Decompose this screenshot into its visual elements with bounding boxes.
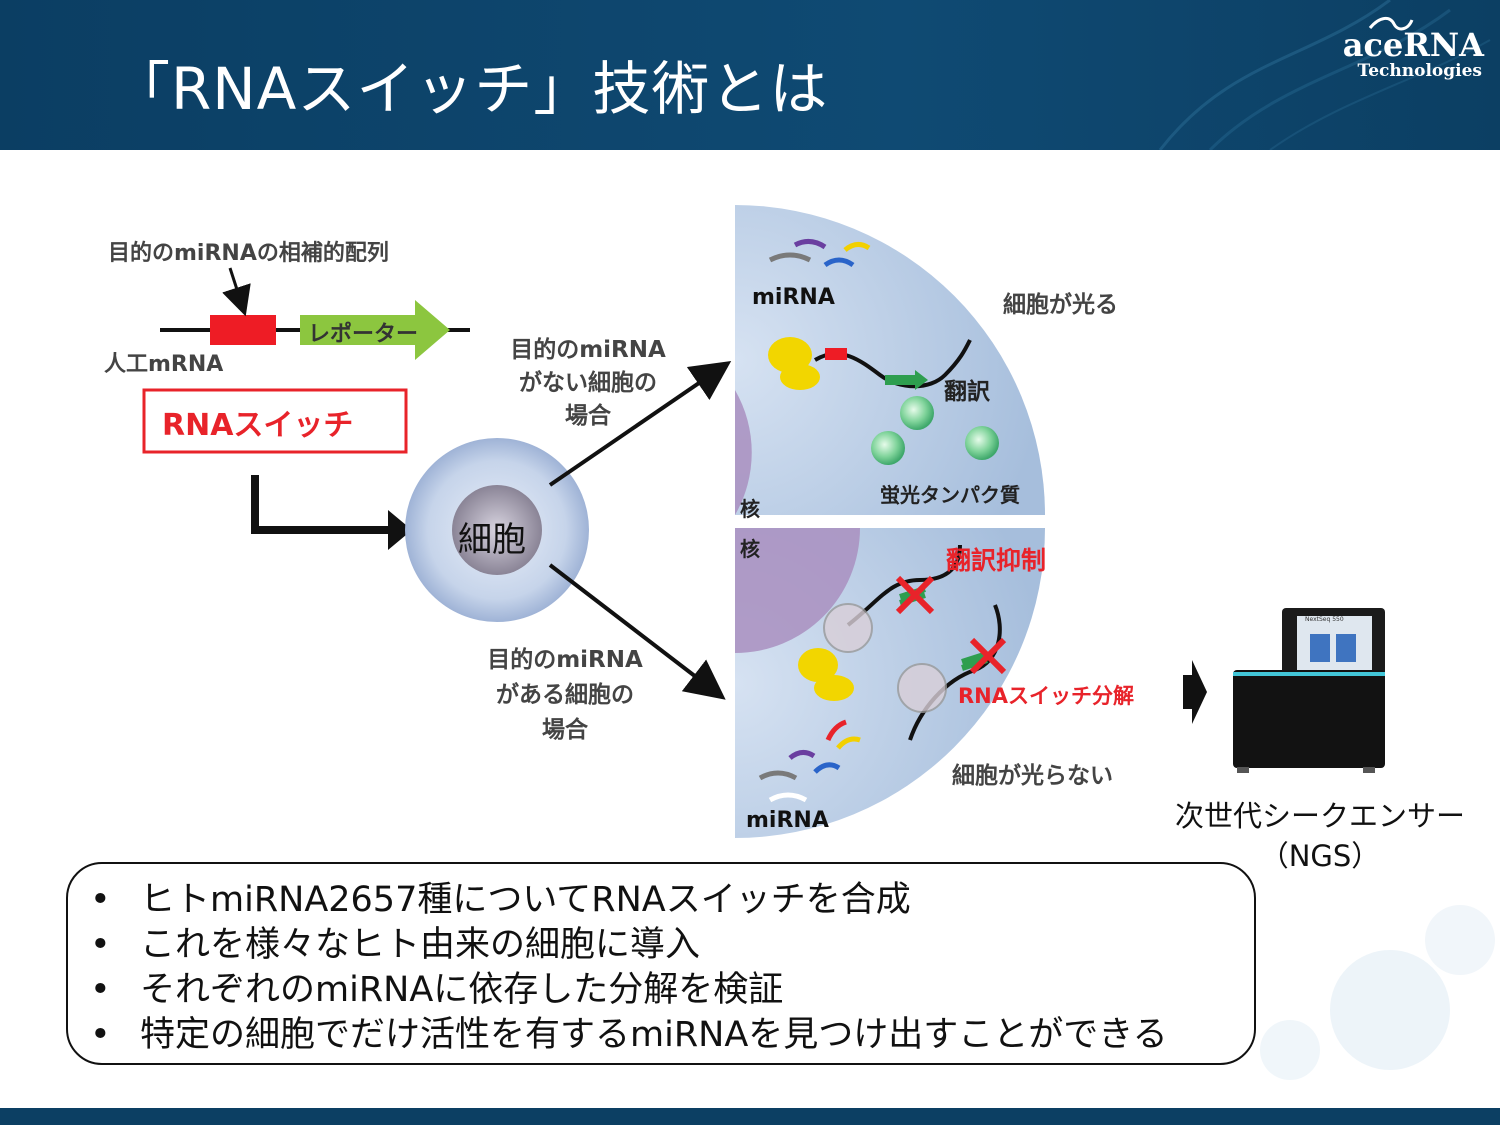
branch-top-line1: 目的のmiRNA [510, 337, 666, 363]
switch-degradation-label: RNAスイッチ分解 [958, 684, 1134, 708]
ngs-screen-title: NextSeq 550 [1305, 616, 1344, 623]
complement-pointer-arrow [222, 267, 251, 317]
bullet-dot: • [90, 970, 111, 1010]
branch-top-caption: 目的のmiRNA がない細胞の 場合 [493, 334, 683, 433]
branch-bottom-caption: 目的のmiRNA がある細胞の 場合 [470, 643, 660, 748]
cell-no-glow-label: 細胞が光らない [952, 763, 1113, 789]
transfect-arrow-line [251, 475, 395, 534]
complement-sequence-block [210, 315, 276, 345]
ngs-sequencer-icon [1233, 608, 1385, 773]
rna-switch-box [142, 388, 408, 454]
cell-glows-label: 細胞が光る [1003, 292, 1118, 318]
branch-top-line3: 場合 [565, 403, 611, 429]
fluorescent-protein-label: 蛍光タンパク質 [880, 483, 1020, 507]
bullet-dot: • [90, 925, 111, 965]
ngs-caption-line1: 次世代シークエンサー [1174, 799, 1465, 833]
header-bar: 「RNAスイッチ」技術とは aceRNA Technologies [0, 0, 1500, 150]
branch-arrow-bottom [548, 563, 726, 700]
transfect-arrow-head [388, 510, 412, 550]
top-nucleus-label: 核 [740, 497, 760, 521]
mrna-label: 人工mRNA [104, 352, 224, 377]
ngs-caption-line2: （NGS） [1259, 839, 1381, 873]
logo-wave-icon [1368, 17, 1414, 31]
summary-item: • それぞれのmiRNAに依存した分解を検証 [90, 968, 1168, 1013]
page-title: 「RNAスイッチ」技術とは [112, 55, 829, 123]
summary-text: ヒトmiRNA2657種についてRNAスイッチを合成 [140, 880, 911, 920]
logo-line1: aceRNA [1342, 26, 1484, 64]
bubble-decoration [1260, 905, 1495, 1080]
summary-text: それぞれのmiRNAに依存した分解を検証 [140, 970, 784, 1010]
bullet-dot: • [90, 1015, 111, 1055]
summary-text: これを様々なヒト由来の細胞に導入 [140, 925, 701, 965]
cell-label: 細胞 [458, 520, 526, 560]
branch-bottom-line1: 目的のmiRNA [487, 647, 643, 673]
logo-line2: Technologies [1357, 61, 1482, 81]
branch-arrow-top [548, 360, 732, 487]
summary-text: 特定の細胞でだけ活性を有するmiRNAを見つけ出すことができる [140, 1015, 1168, 1055]
mechanism-diagram [142, 205, 1385, 838]
cell-nucleus [452, 485, 542, 575]
translation-label: 翻訳 [944, 379, 990, 405]
translation-repression-label: 翻訳抑制 [946, 546, 1047, 575]
reporter-label: レポーター [308, 322, 419, 347]
branch-top-line2: がない細胞の [519, 370, 657, 396]
bottom-nucleus-label: 核 [740, 537, 760, 561]
bottom-cell-panel [735, 528, 1045, 838]
dna-helix-decoration [1158, 0, 1491, 150]
bullet-dot: • [90, 880, 111, 920]
top-mirna-label: miRNA [752, 285, 835, 310]
complement-sequence-label: 目的のmiRNAの相補的配列 [108, 241, 389, 266]
top-cell-panel [735, 205, 1045, 515]
branch-bottom-line3: 場合 [542, 717, 588, 743]
bottom-mirna-label: miRNA [746, 808, 829, 833]
footer-bar [0, 1108, 1500, 1125]
summary-item: • 特定の細胞でだけ活性を有するmiRNAを見つけ出すことができる [90, 1013, 1168, 1058]
summary-box: • ヒトmiRNA2657種についてRNAスイッチを合成 • これを様々なヒト由来の… [66, 862, 1256, 1065]
summary-item: • ヒトmiRNA2657種についてRNAスイッチを合成 [90, 878, 1168, 923]
summary-item: • これを様々なヒト由来の細胞に導入 [90, 923, 1168, 968]
to-ngs-arrow [1183, 660, 1207, 724]
summary-list: • ヒトmiRNA2657種についてRNAスイッチを合成 • これを様々なヒト由来の… [90, 878, 1168, 1058]
reporter-arrow [300, 300, 450, 360]
branch-bottom-line2: がある細胞の [496, 682, 634, 708]
acerna-logo: aceRNA Technologies [1334, 16, 1484, 86]
rna-switch-label: RNAスイッチ [162, 408, 354, 443]
ngs-caption: 次世代シークエンサー （NGS） [1160, 796, 1480, 876]
